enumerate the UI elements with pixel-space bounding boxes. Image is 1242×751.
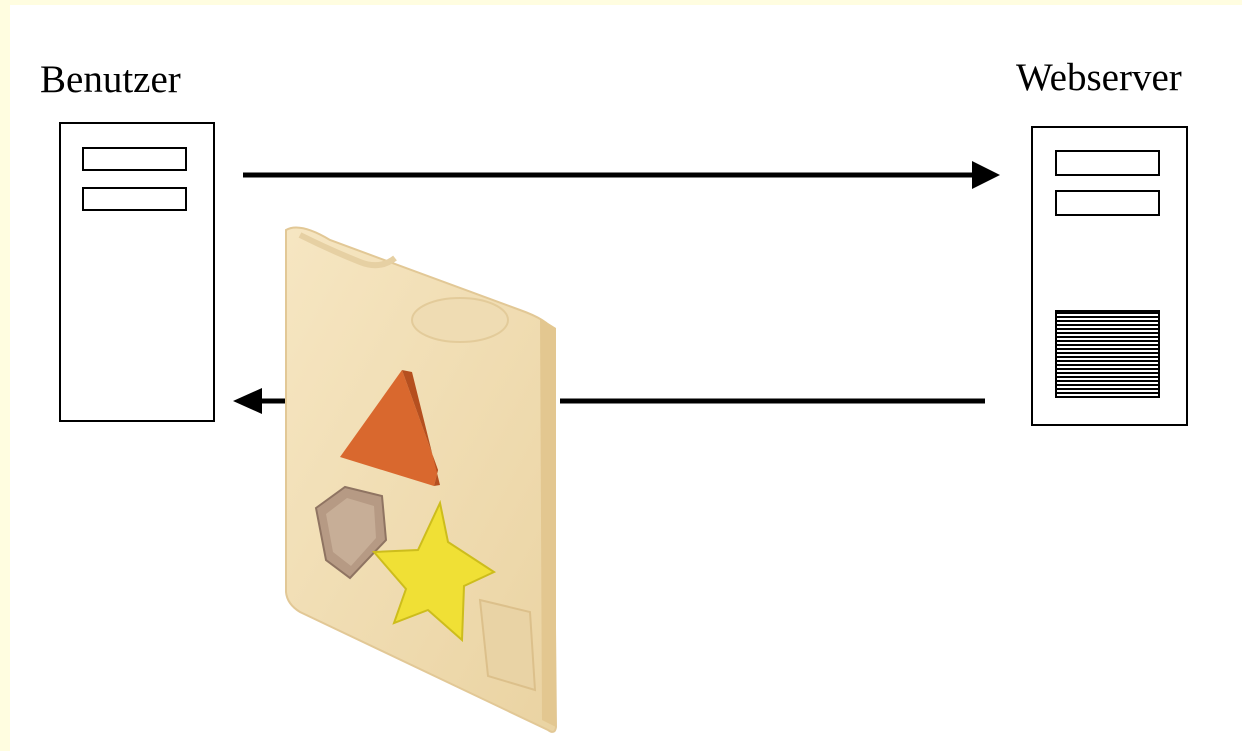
server-label: Webserver [1016, 56, 1182, 99]
slide-left-edge [0, 0, 10, 751]
server-vent-grille [1055, 310, 1160, 398]
web-server-icon [1031, 126, 1188, 426]
slide-top-edge [0, 0, 1242, 5]
shape-sorter-toy [285, 226, 558, 733]
user-label: Benutzer [40, 58, 181, 101]
response-arrow [233, 388, 985, 414]
request-arrow [243, 161, 1000, 189]
user-computer-icon [59, 122, 215, 422]
